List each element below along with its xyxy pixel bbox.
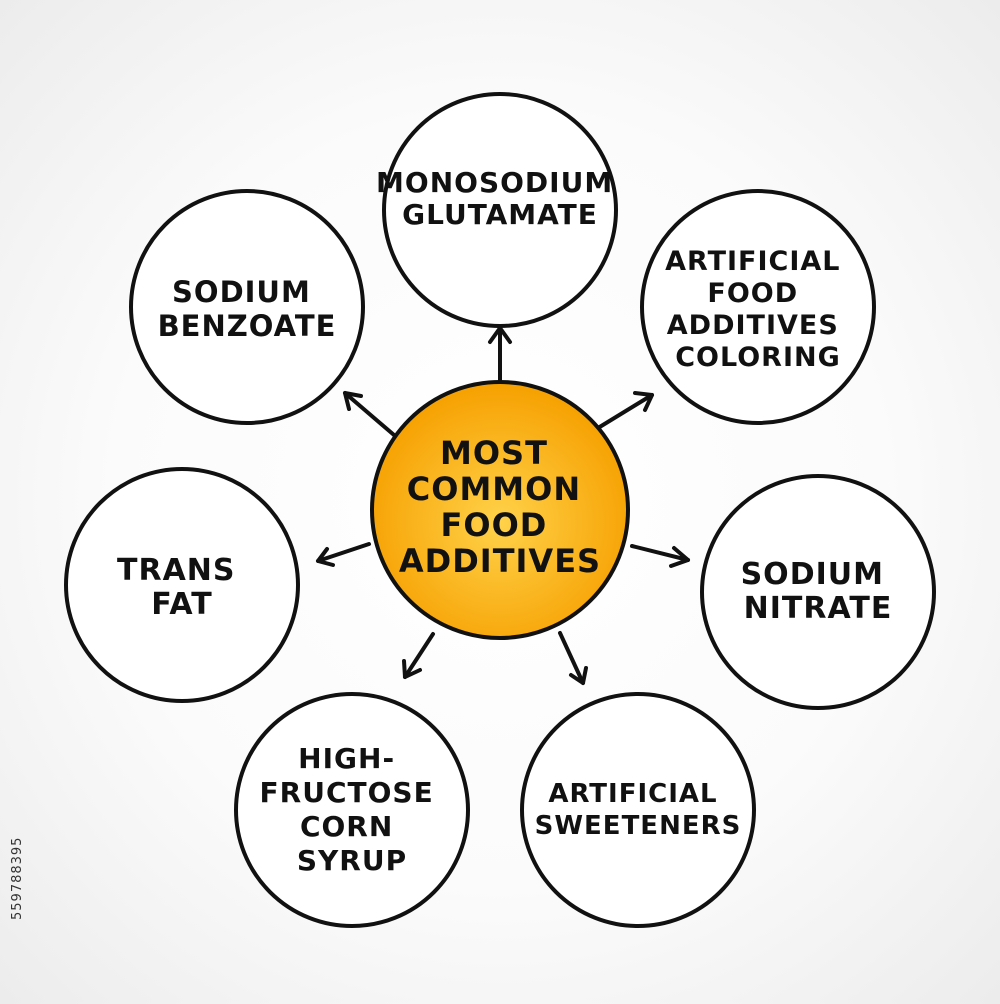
node-label-line: HIGH- — [298, 742, 395, 775]
node-label-line: CORN — [300, 810, 393, 843]
node-label-line: MONOSODIUM — [376, 166, 613, 199]
node-label-line: SYRUP — [297, 844, 407, 877]
node-label-sodium-nitrate: SODIUM NITRATE — [741, 557, 896, 626]
center-circle — [370, 380, 630, 640]
node-circle — [129, 189, 365, 425]
node-label-line: NITRATE — [744, 591, 893, 626]
node-label-line: TRANS — [117, 553, 236, 588]
arrow-to-monosodium-glutamate — [488, 326, 512, 382]
node-label-sodium-benzoate: SODIUM BENZOATE — [158, 275, 337, 343]
stock-image-id: 559788395 — [10, 836, 25, 920]
node-label-line: ARTIFICIAL — [548, 779, 717, 809]
node-label-line: FRUCTOSE — [260, 776, 434, 809]
arrow-to-high-fructose-corn-syrup — [402, 632, 435, 679]
node-circle — [382, 92, 618, 328]
node-circle — [640, 189, 876, 425]
node-label-line: GLUTAMATE — [402, 198, 598, 231]
center-label-line: COMMON — [407, 470, 581, 508]
node-label-line: BENZOATE — [158, 309, 337, 343]
center-label-line: FOOD — [441, 506, 548, 544]
arrow-to-sodium-nitrate — [630, 544, 690, 568]
node-label-line: ADDITIVES — [667, 310, 839, 341]
node-label-high-fructose-corn-syrup: HIGH- FRUCTOSE CORN SYRUP — [260, 742, 445, 877]
node-label-artificial-sweeteners: ARTIFICIAL SWEETENERS — [535, 779, 742, 841]
arrow-to-trans-fat — [316, 542, 371, 567]
arrow-to-artificial-sweeteners — [558, 631, 588, 685]
arrow-to-artificial-food-additives-coloring — [596, 391, 654, 430]
node-artificial-food-additives-coloring: ARTIFICIAL FOOD ADDITIVES COLORING — [640, 189, 876, 425]
arrow-to-sodium-benzoate — [343, 391, 396, 437]
node-label-artificial-food-additives-coloring: ARTIFICIAL FOOD ADDITIVES COLORING — [665, 246, 851, 373]
node-circle — [700, 474, 936, 710]
node-sodium-nitrate: SODIUM NITRATE — [700, 474, 936, 710]
center-label-line: MOST — [440, 434, 548, 472]
node-label-line: ARTIFICIAL — [665, 246, 840, 277]
center-label-line: ADDITIVES — [399, 542, 601, 580]
node-monosodium-glutamate: MONOSODIUM GLUTAMATE — [376, 92, 624, 328]
node-trans-fat: TRANS FAT — [64, 467, 300, 703]
node-label-line: SODIUM — [741, 557, 884, 592]
node-artificial-sweeteners: ARTIFICIAL SWEETENERS — [520, 692, 756, 928]
node-sodium-benzoate: SODIUM BENZOATE — [129, 189, 365, 425]
node-circle — [234, 692, 470, 928]
node-label-line: SWEETENERS — [535, 811, 742, 841]
connector-arrows — [316, 326, 690, 685]
node-high-fructose-corn-syrup: HIGH- FRUCTOSE CORN SYRUP — [234, 692, 470, 928]
node-label-line: FOOD — [707, 278, 798, 309]
node-label-line: FAT — [151, 587, 212, 622]
node-circle — [520, 692, 756, 928]
node-label-monosodium-glutamate: MONOSODIUM GLUTAMATE — [376, 166, 624, 231]
node-label-line: SODIUM — [172, 275, 311, 309]
center-label: MOST COMMON FOOD ADDITIVES — [399, 434, 601, 580]
node-circle — [64, 467, 300, 703]
node-label-line: COLORING — [675, 342, 841, 373]
node-label-trans-fat: TRANS FAT — [117, 553, 247, 622]
center-node: MOST COMMON FOOD ADDITIVES — [370, 380, 630, 640]
